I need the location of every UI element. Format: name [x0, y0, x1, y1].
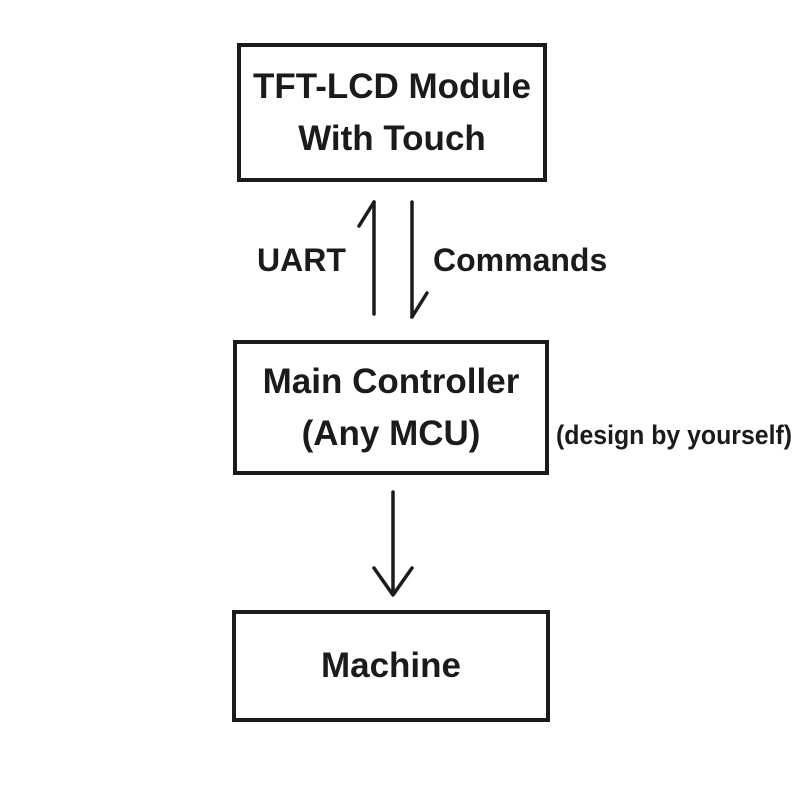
node-label: (Any MCU): [301, 413, 481, 453]
node-label: Machine: [320, 646, 462, 685]
node-label: TFT-LCD Module: [252, 66, 531, 106]
node-main-controller: Main Controller (Any MCU): [233, 340, 549, 475]
arrow-down-icon: [410, 200, 429, 319]
node-label: With Touch: [298, 118, 486, 158]
annotation-design-by-yourself: (design by yourself): [556, 420, 793, 450]
edge-label-commands: Commands: [433, 242, 608, 278]
edge-label-uart: UART: [257, 242, 346, 278]
node-machine: Machine: [232, 610, 550, 722]
node-tft-lcd-module: TFT-LCD Module With Touch: [237, 43, 547, 182]
arrow-down-to-machine-icon: [372, 490, 414, 597]
node-label: Main Controller: [262, 361, 520, 401]
arrow-up-icon: [357, 200, 376, 316]
